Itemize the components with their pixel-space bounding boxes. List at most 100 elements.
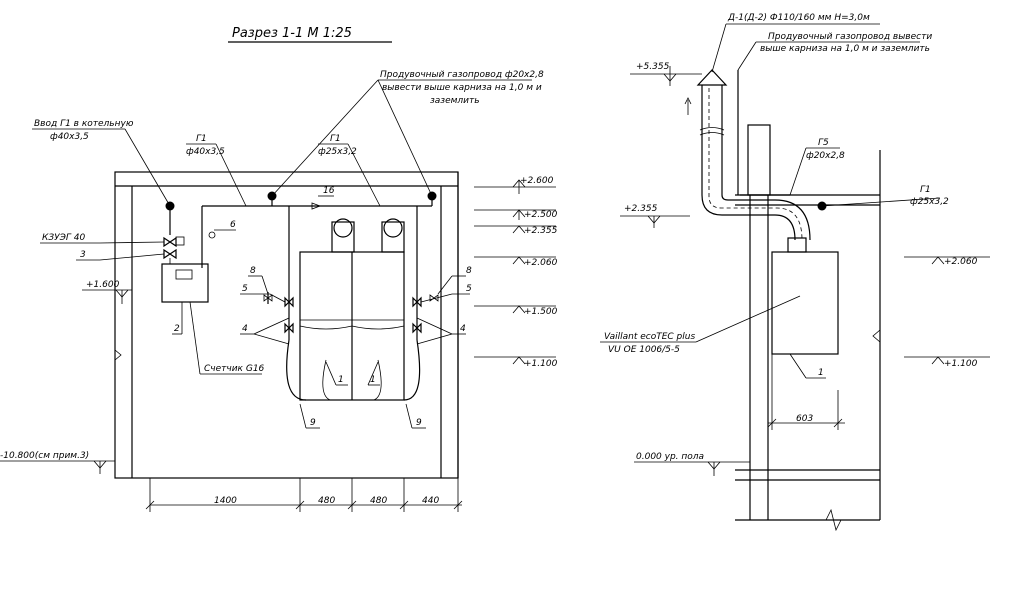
flue-outer <box>701 85 796 241</box>
arrow-icon <box>684 97 692 105</box>
g1-mid-label: Г1 <box>330 134 341 144</box>
boiler-model: VU OE 1006/5-5 <box>608 345 680 355</box>
level-floor: -10.800(см прим.3) <box>0 451 89 461</box>
chimney-label: Д-1(Д-2) Ф110/160 мм Н=3,0м <box>727 13 870 23</box>
right-purge-2: выше карниза на 1,0 м и заземлить <box>760 44 930 54</box>
level-2355-right: +2.355 <box>624 204 658 214</box>
boiler-side <box>771 251 839 355</box>
leader <box>367 361 379 386</box>
leader <box>271 79 379 197</box>
leader <box>405 403 413 429</box>
callout-6: 6 <box>230 220 236 230</box>
hose-right <box>403 339 421 401</box>
g1-left-label: Г1 <box>196 134 207 144</box>
leader <box>711 23 727 73</box>
level-2355: +2.355 <box>524 226 558 236</box>
purge-text-1: Продувочный газопровод ф20х2,8 <box>380 70 544 80</box>
dimension-line: 1400 480 480 440 <box>145 478 463 512</box>
leader <box>416 317 453 335</box>
valve-icon <box>284 322 294 334</box>
level-2500: +2.500 <box>524 210 558 220</box>
hose-inner-2 <box>373 359 382 401</box>
level-2600: +2.600 <box>520 176 554 186</box>
inlet-text-1: Ввод Г1 в котельную <box>34 119 134 129</box>
flue-coupling-2 <box>383 218 403 238</box>
leader <box>416 333 453 345</box>
g1-left-size: ф40х3,5 <box>186 147 225 157</box>
g1-right-label: Г1 <box>920 185 931 195</box>
leader <box>189 301 201 375</box>
leader <box>695 295 801 343</box>
meter-label: Счетчик G16 <box>204 364 265 374</box>
leader <box>253 333 290 345</box>
flue-break <box>699 127 725 136</box>
floor-break <box>825 508 842 532</box>
callout-1-side: 1 <box>818 368 824 378</box>
level-2060: +2.060 <box>524 258 558 268</box>
valve-icon <box>284 296 294 308</box>
flue-coupling-1 <box>333 218 353 238</box>
callout-3: 3 <box>80 250 86 260</box>
dim-1400: 1400 <box>214 496 237 506</box>
callout-2: 2 <box>174 324 180 334</box>
valve-icon <box>163 236 177 248</box>
floor-level: 0.000 ур. пола <box>636 452 704 462</box>
valve-icon <box>429 294 439 302</box>
callout-9-left: 9 <box>310 418 316 428</box>
flue-collar <box>787 237 807 253</box>
sensor-icon <box>175 236 185 246</box>
dim-480b: 480 <box>370 496 387 506</box>
gauge-icon <box>208 231 216 239</box>
leader <box>789 147 807 196</box>
boiler-band-curve <box>299 325 405 330</box>
leader <box>737 41 757 71</box>
level-1100-right: +1.100 <box>944 359 978 369</box>
level-5355: +5.355 <box>636 62 670 72</box>
level-marker <box>931 356 945 365</box>
kzuzg-label: КЗУЭГ 40 <box>42 233 86 243</box>
purge-text-2: вывести выше карниза на 1,0 м и <box>382 83 542 93</box>
leader <box>269 293 286 303</box>
dim-440: 440 <box>422 496 439 506</box>
callout-4-right: 4 <box>460 324 466 334</box>
wall-break <box>114 349 122 361</box>
callout-8-left: 8 <box>250 266 256 276</box>
leader <box>215 143 247 207</box>
meter-display <box>175 269 193 280</box>
flue-stub-2 <box>381 221 405 253</box>
g5-size: ф20х2,8 <box>806 151 845 161</box>
leader <box>377 79 433 197</box>
dim-480a: 480 <box>318 496 335 506</box>
callout-9-right: 9 <box>416 418 422 428</box>
leader <box>437 275 453 295</box>
purge-text-3: заземлить <box>430 96 480 106</box>
flue-cap <box>696 69 728 86</box>
leader <box>99 253 165 261</box>
valve-icon <box>412 296 422 308</box>
wall-break <box>872 329 881 343</box>
leader <box>789 353 807 379</box>
leader <box>420 293 453 303</box>
flue-stub-1 <box>331 221 355 253</box>
valve-icon <box>412 322 422 334</box>
leader <box>124 128 171 207</box>
gas-meter-box <box>161 263 209 303</box>
hose-inner-1 <box>322 359 331 401</box>
valve-icon <box>163 248 177 260</box>
level-1100: +1.100 <box>524 359 558 369</box>
right-purge-1: Продувочный газопровод вывести <box>768 32 932 42</box>
g1-right-size: ф25х3,2 <box>910 197 949 207</box>
callout-5-right: 5 <box>466 284 472 294</box>
dim-tick <box>833 418 843 428</box>
callout-4-left: 4 <box>242 324 248 334</box>
leader <box>261 275 269 295</box>
leader <box>325 361 337 386</box>
callout-1-right: 1 <box>370 375 376 385</box>
g1-mid-size: ф25х3,2 <box>318 147 357 157</box>
section-title: Разрез 1-1 М 1:25 <box>232 26 352 41</box>
level-1500: +1.500 <box>524 307 558 317</box>
callout-1-left: 1 <box>338 375 344 385</box>
leader <box>99 241 165 244</box>
arrow-icon <box>311 202 322 210</box>
